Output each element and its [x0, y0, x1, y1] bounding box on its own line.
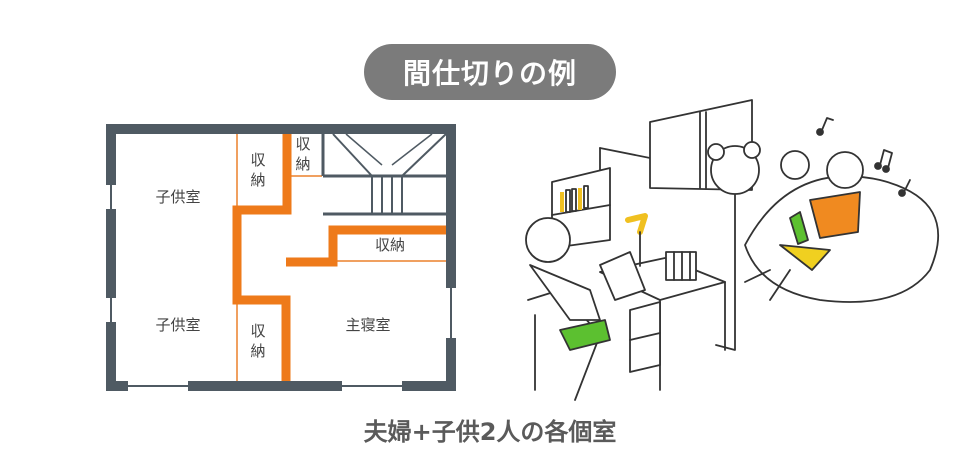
family-rooms-illustration-icon	[525, 99, 940, 401]
storage-3-label: 収納	[375, 236, 405, 254]
page-title: 間仕切りの例	[364, 44, 616, 100]
kids-room-2-label: 子供室	[155, 316, 200, 334]
master-bedroom-label: 主寝室	[345, 316, 390, 334]
storage-1-label: 収納	[250, 151, 265, 189]
storage-2-label: 収納	[295, 135, 310, 173]
outer-wall	[106, 124, 456, 391]
floor-plan: 子供室 子供室 主寝室 収納 収納 収納 収納	[106, 124, 456, 391]
storage-4-label: 収納	[250, 322, 265, 360]
windows	[106, 185, 456, 391]
staircase	[321, 133, 447, 216]
main-partition	[232, 134, 446, 382]
caption: 夫婦+子供2人の各個室	[363, 418, 617, 446]
kids-room-1-label: 子供室	[155, 188, 200, 206]
